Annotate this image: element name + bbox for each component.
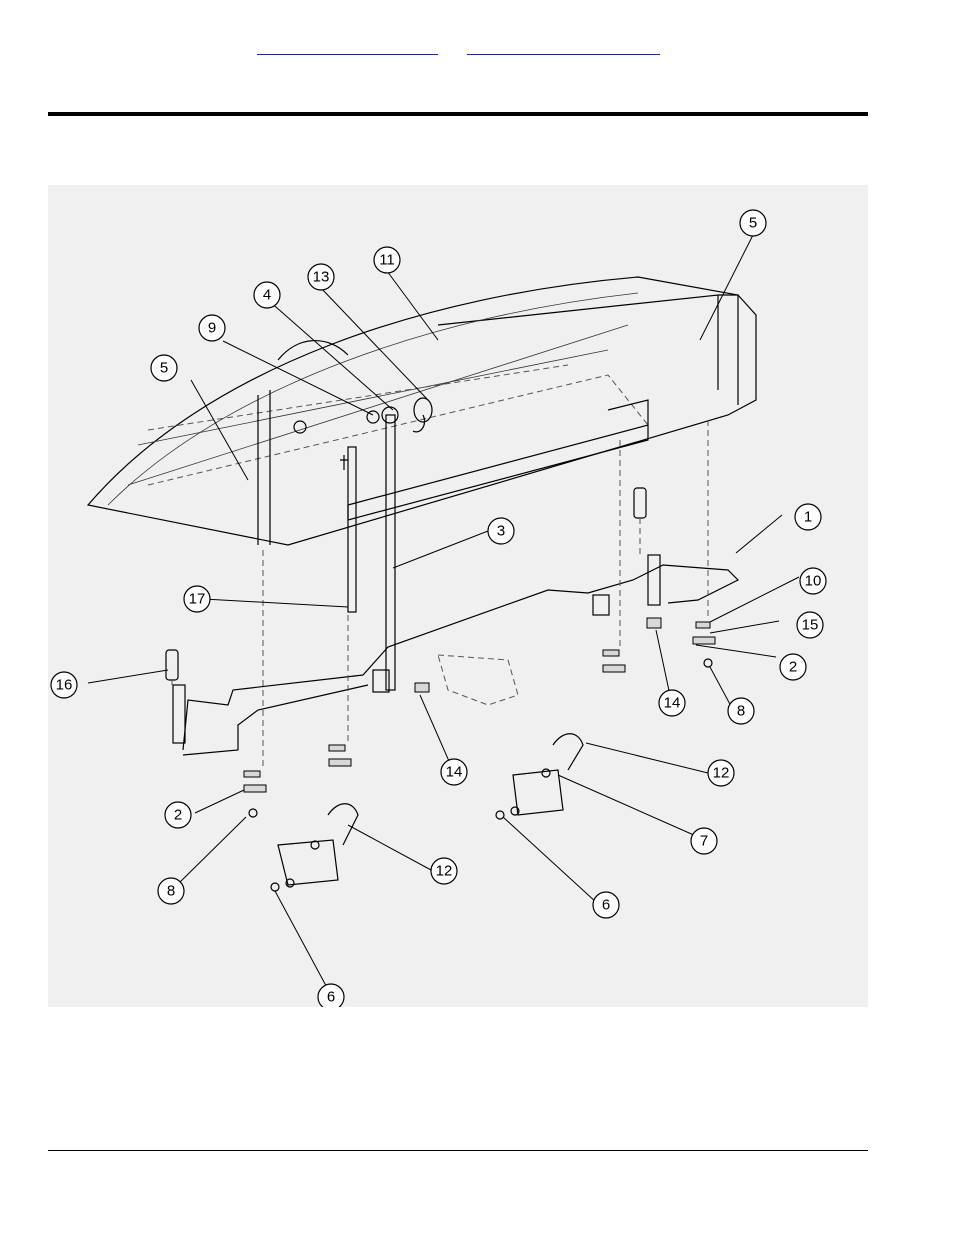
svg-text:6: 6	[327, 989, 335, 1006]
svg-text:16: 16	[56, 677, 73, 694]
svg-text:11: 11	[379, 252, 395, 269]
header-link-2[interactable]	[467, 38, 660, 55]
svg-text:14: 14	[664, 695, 681, 712]
projection-lines	[263, 420, 708, 770]
header-link-1[interactable]	[257, 38, 438, 55]
top-rule	[48, 112, 868, 116]
svg-text:4: 4	[263, 287, 271, 304]
callout-7: 7	[691, 828, 717, 854]
svg-text:3: 3	[497, 523, 505, 540]
svg-text:9: 9	[208, 320, 216, 337]
svg-text:15: 15	[802, 617, 819, 634]
callout-8a: 8	[728, 698, 754, 724]
svg-text:12: 12	[713, 765, 730, 782]
vertical-rods	[340, 398, 432, 690]
svg-text:5: 5	[749, 215, 757, 232]
svg-text:17: 17	[189, 591, 206, 608]
svg-text:6: 6	[602, 897, 610, 914]
callout-2a: 2	[780, 654, 806, 680]
springs	[415, 618, 661, 692]
svg-text:1: 1	[804, 509, 812, 526]
brackets	[278, 655, 583, 885]
svg-text:8: 8	[737, 703, 745, 720]
callout-6b: 6	[593, 892, 619, 918]
svg-text:2: 2	[174, 807, 182, 824]
callout-17: 17	[184, 586, 210, 612]
svg-text:5: 5	[160, 360, 168, 377]
svg-text:12: 12	[436, 863, 453, 880]
callout-8b: 8	[158, 878, 184, 904]
svg-text:10: 10	[805, 573, 822, 590]
svg-text:13: 13	[313, 269, 330, 286]
callout-4: 4	[254, 282, 280, 308]
svg-text:8: 8	[167, 883, 175, 900]
callout-2b: 2	[165, 802, 191, 828]
callout-1: 1	[795, 504, 821, 530]
frame-assembly	[88, 277, 756, 545]
hardware	[244, 622, 715, 891]
callout-16: 16	[51, 672, 77, 698]
parts-diagram-panel: 1 2 2 3 4 5 5 6 6 7 8 8 9 10 11 12 12 13…	[48, 185, 868, 1007]
callout-6a: 6	[318, 984, 344, 1007]
callout-11: 11	[374, 247, 400, 273]
bottom-rule	[48, 1150, 868, 1151]
svg-text:7: 7	[700, 833, 708, 850]
callout-5b: 5	[151, 355, 177, 381]
callout-12b: 12	[431, 858, 457, 884]
callout-3: 3	[488, 518, 514, 544]
callout-10: 10	[800, 568, 826, 594]
callout-5a: 5	[740, 210, 766, 236]
callout-15: 15	[797, 612, 823, 638]
parts-diagram: 1 2 2 3 4 5 5 6 6 7 8 8 9 10 11 12 12 13…	[48, 185, 868, 1007]
svg-text:14: 14	[446, 764, 463, 781]
svg-text:2: 2	[789, 659, 797, 676]
callout-9: 9	[199, 315, 225, 341]
callout-14a: 14	[659, 690, 685, 716]
callout-12a: 12	[708, 760, 734, 786]
callout-13: 13	[308, 264, 334, 290]
callout-14b: 14	[441, 759, 467, 785]
